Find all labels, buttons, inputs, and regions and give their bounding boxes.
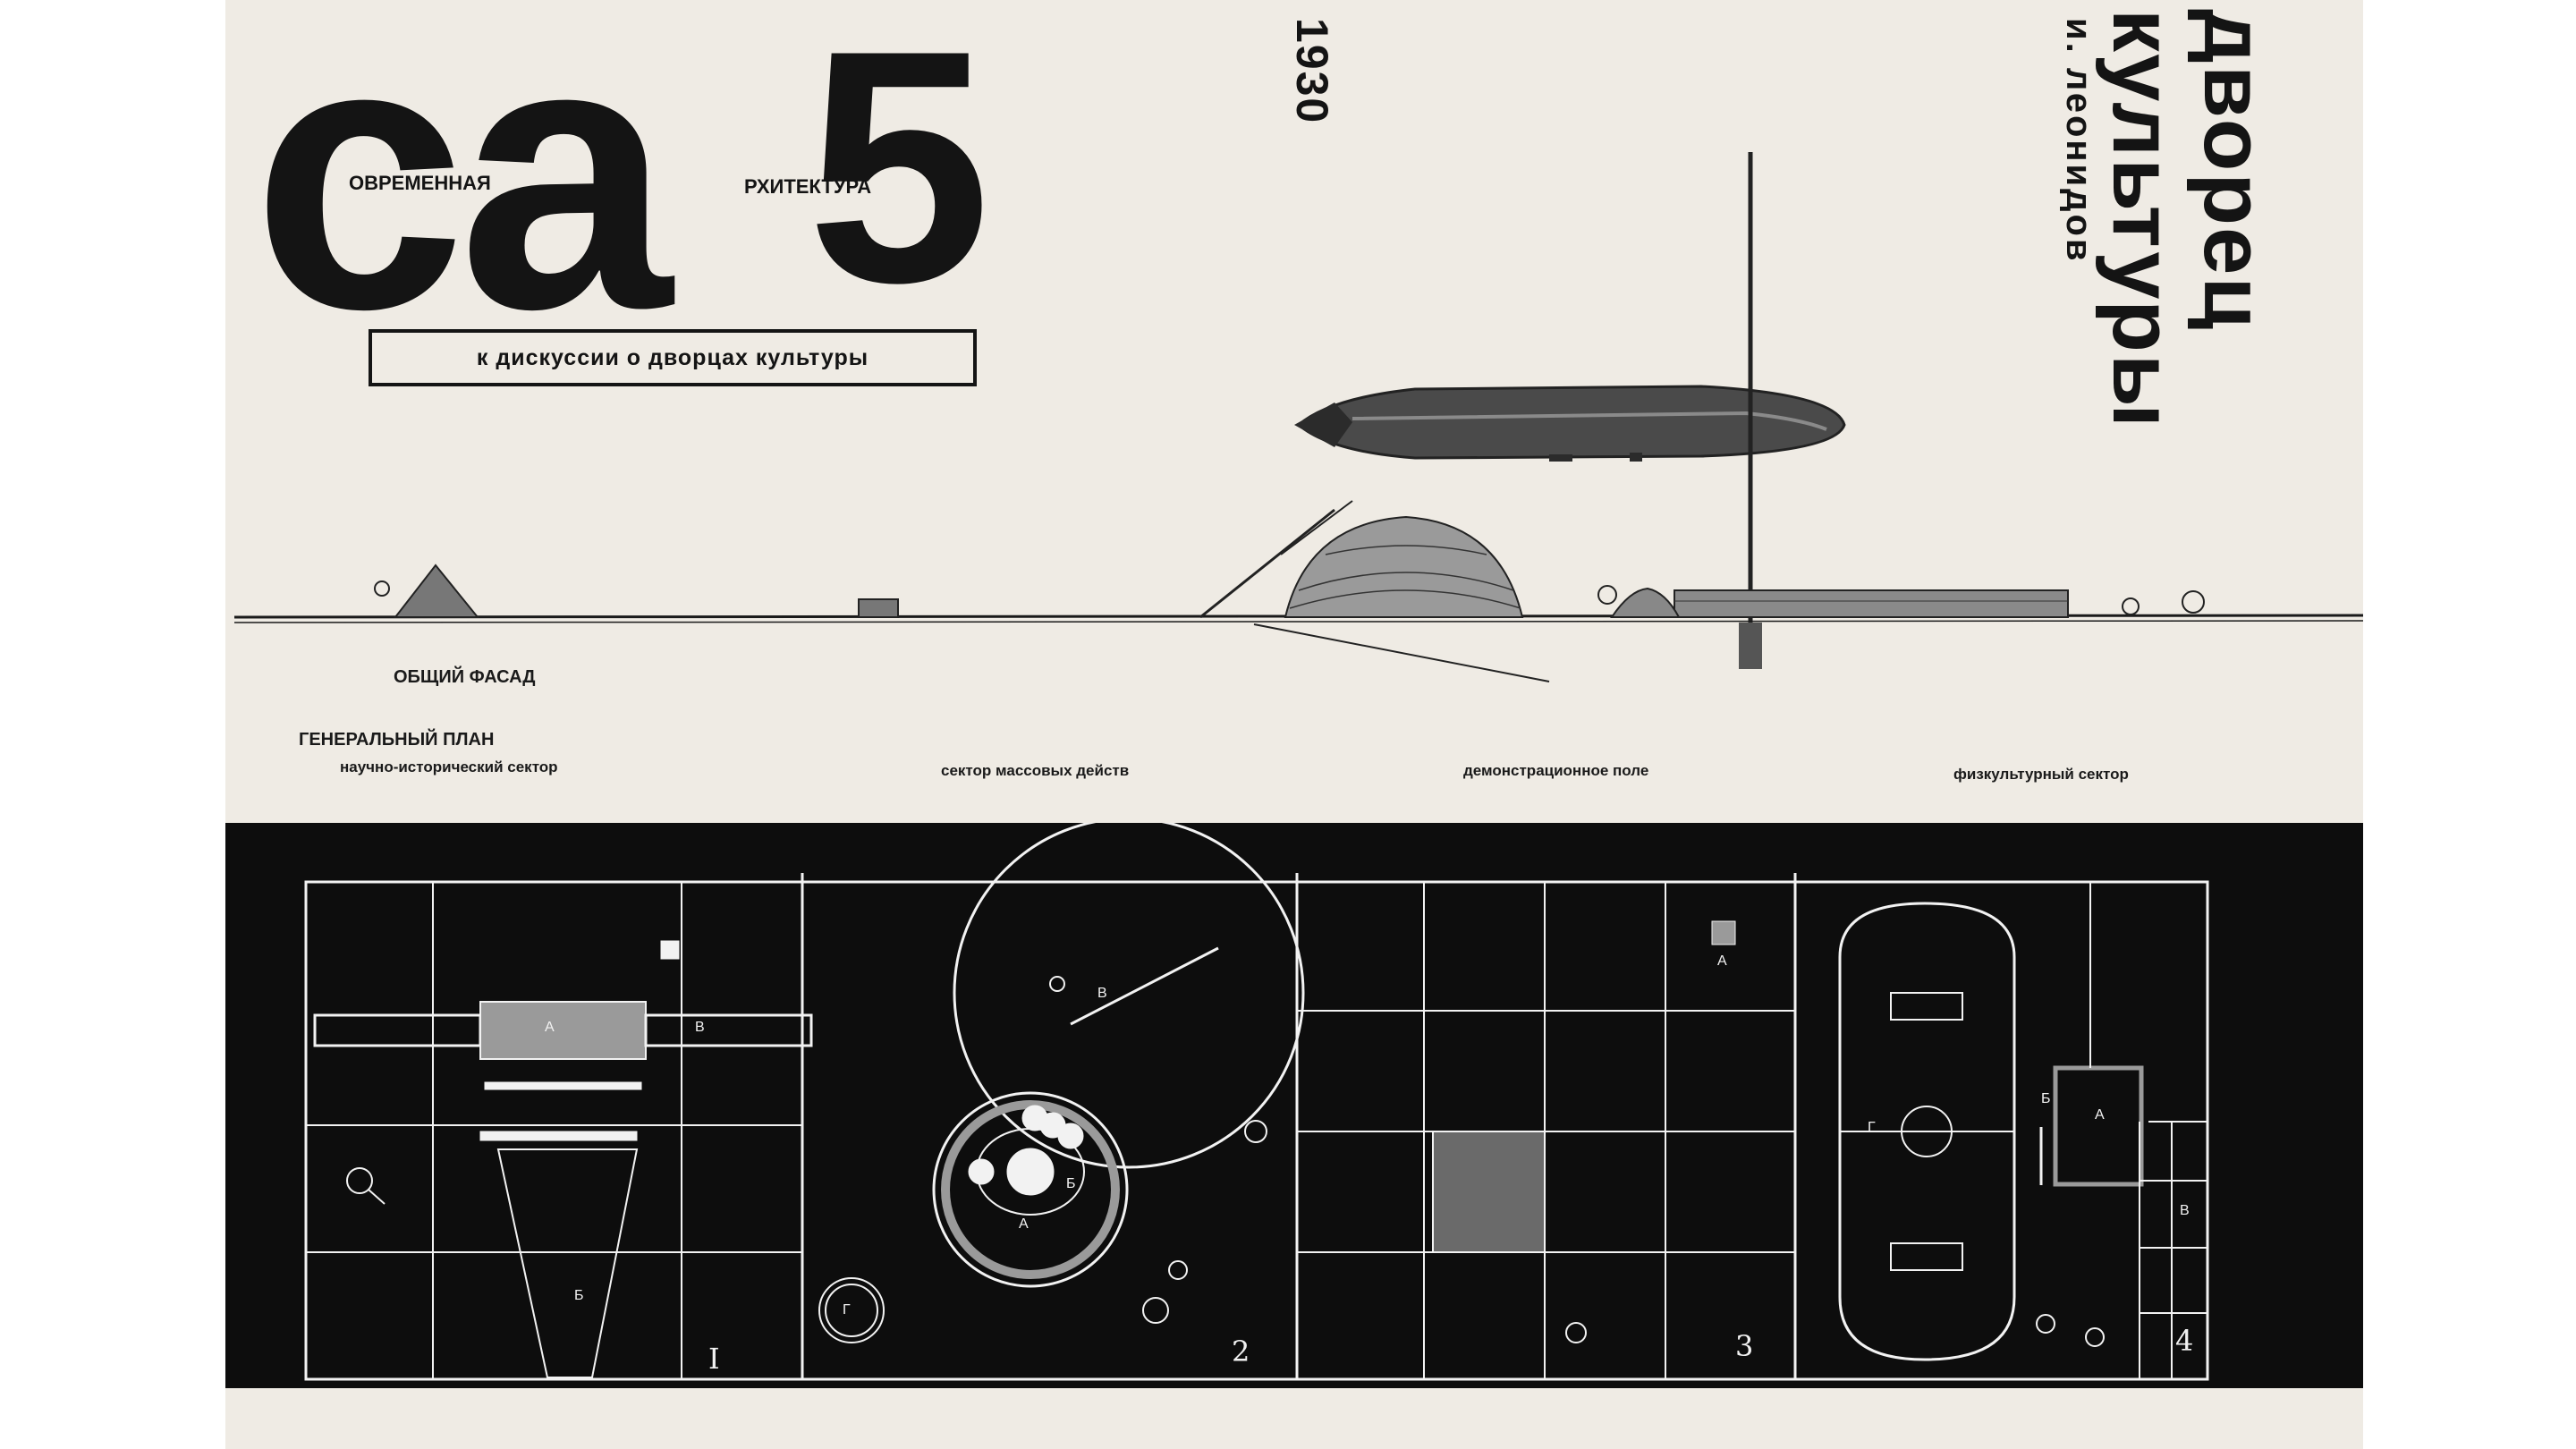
subtitle-box: к дискуссии о дворцах культуры [369,329,977,386]
plan-letter-s4-a: А [2095,1107,2105,1123]
sector-label-2: сектор массовых действ [941,762,1130,779]
plan-letter-s4-b: Б [2041,1091,2051,1106]
general-plan-drawing [304,817,2209,1381]
issue-year: 1930 [1287,18,1337,125]
plan-letter-s1-b: Б [574,1288,584,1303]
sector-number-1: I [708,1342,720,1376]
facade-drawing [233,152,2363,682]
plan-letter-s1-a: А [545,1020,555,1035]
general-plan: А В Б В Б А Г А Г А Б В I 2 3 4 [225,817,2363,1388]
plan-letter-s2-v: В [1097,986,1107,1001]
plan-letter-s3-a: А [1717,953,1727,969]
plan-letter-s2-b: Б [1066,1176,1076,1191]
issue-number: 5 [807,0,991,352]
sector-number-4: 4 [2175,1324,2194,1358]
sector-number-2: 2 [1232,1335,1250,1368]
facade-label: ОБЩИЙ ФАСАД [394,667,536,687]
plan-letter-s4-g: Г [1868,1120,1876,1135]
plan-letter-s2-g: Г [843,1302,851,1318]
airship [1294,385,1846,462]
sector-label-4: физкультурный сектор [1953,766,2129,783]
subtitle-text: к дискуссии о дворцах культуры [476,344,869,370]
sector-label-1: научно-исторический сектор [340,758,558,775]
general-plan-label: ГЕНЕРАЛЬНЫЙ ПЛАН [299,730,495,750]
logo-word-left: ОВРЕМЕННАЯ [347,172,493,195]
sector-number-3: 3 [1735,1329,1754,1363]
magazine-sheet: са ОВРЕМЕННАЯ РХИТЕКТУРА 5 1930 к дискус… [225,0,2363,1449]
plan-letter-s1-v: В [695,1020,705,1035]
sector-label-3: демонстрационное поле [1463,762,1649,779]
logo-word-right: РХИТЕКТУРА [742,175,874,199]
plan-letter-s2-a: А [1019,1216,1029,1232]
plan-letter-s4-v: В [2180,1203,2190,1218]
